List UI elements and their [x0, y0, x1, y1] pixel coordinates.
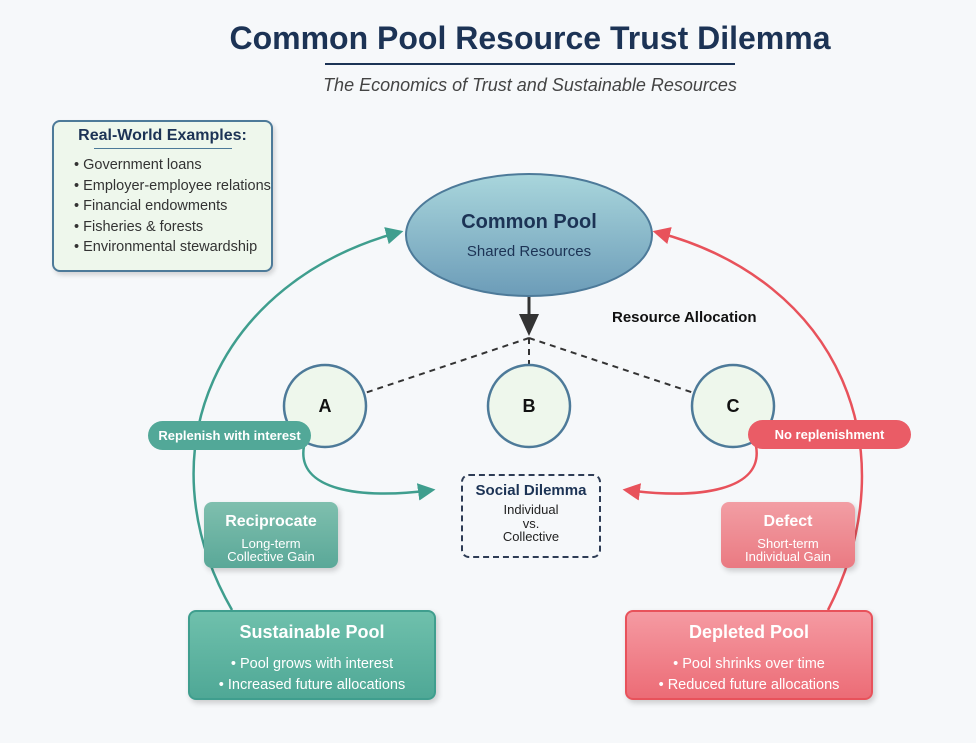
defect-line2: Individual Gain	[745, 549, 831, 564]
no-replenish-badge: No replenishment	[748, 420, 911, 449]
social-dilemma-line1: Individual	[503, 502, 559, 517]
no-replenish-arc	[622, 445, 758, 501]
defect-line1: Short-term	[757, 536, 819, 551]
sustainable-pool-list: Pool grows with interest Increased futur…	[190, 654, 434, 695]
reciprocate-line1: Long-term	[241, 536, 301, 551]
examples-panel: Real-World Examples: Government loans Em…	[52, 120, 273, 272]
depleted-pool-list: Pool shrinks over time Reduced future al…	[627, 654, 871, 695]
resource-allocation-label: Resource Allocation	[612, 309, 757, 326]
sustainable-pool-card: Sustainable Pool Pool grows with interes…	[188, 610, 436, 700]
list-item: Increased future allocations	[190, 675, 434, 696]
list-item: Environmental stewardship	[74, 237, 271, 258]
reciprocate-card: Reciprocate Long-term Collective Gain	[204, 502, 338, 568]
sustainable-pool-title: Sustainable Pool	[239, 622, 385, 642]
replenish-badge: Replenish with interest	[148, 421, 311, 450]
social-dilemma-line3: Collective	[502, 529, 560, 544]
social-dilemma-title: Social Dilemma	[475, 482, 587, 499]
examples-underline	[93, 148, 232, 149]
reciprocate-title: Reciprocate	[225, 513, 317, 530]
node-a-label: A	[319, 396, 332, 416]
examples-heading: Real-World Examples:	[78, 127, 247, 144]
list-item: Pool grows with interest	[190, 654, 434, 675]
depleted-pool-card: Depleted Pool Pool shrinks over time Red…	[625, 610, 873, 700]
reciprocate-line2: Collective Gain	[227, 549, 315, 564]
defect-card: Defect Short-term Individual Gain	[721, 502, 855, 568]
common-pool-ellipse	[405, 173, 653, 297]
sustainable-return-arc	[192, 227, 404, 611]
list-item: Fisheries & forests	[74, 217, 271, 238]
common-pool-subtitle: Shared Resources	[467, 243, 591, 260]
defect-title: Defect	[763, 513, 813, 530]
title-underline	[325, 63, 735, 65]
list-item: Employer-employee relations	[74, 176, 271, 197]
examples-list: Government loans Employer-employee relat…	[54, 155, 271, 258]
list-item: Government loans	[74, 155, 271, 176]
list-item: Pool shrinks over time	[627, 654, 871, 675]
node-b-label: B	[523, 396, 536, 416]
page-subtitle: The Economics of Trust and Sustainable R…	[323, 75, 737, 95]
allocation-arrow-head	[519, 314, 539, 336]
social-dilemma-line2: vs.	[522, 515, 540, 531]
page-title: Common Pool Resource Trust Dilemma	[229, 20, 831, 56]
node-b	[486, 363, 572, 449]
node-c-label: C	[727, 396, 740, 416]
replenish-arc	[302, 445, 436, 501]
common-pool-title: Common Pool	[461, 211, 597, 233]
depleted-pool-title: Depleted Pool	[688, 622, 809, 642]
social-dilemma-box: Social Dilemma Individual vs. Collective	[461, 474, 601, 558]
list-item: Reduced future allocations	[627, 675, 871, 696]
list-item: Financial endowments	[74, 196, 271, 217]
